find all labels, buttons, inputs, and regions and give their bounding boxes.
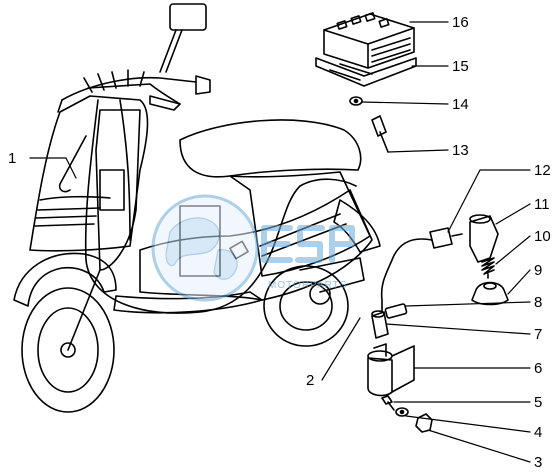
- front-fender: [13, 252, 117, 307]
- callout-3: 3: [534, 454, 542, 471]
- glovebox: [99, 169, 125, 211]
- front-tyre: [21, 287, 115, 413]
- callout-5: 5: [534, 394, 542, 411]
- coil-washer-hole: [399, 409, 405, 415]
- spark-plug-lead: [380, 238, 433, 313]
- connector: [384, 303, 408, 319]
- logo-letter-p: [329, 225, 355, 263]
- coil-bracket: [391, 345, 415, 393]
- leader-10: [495, 235, 531, 265]
- callout-1: 1: [8, 150, 16, 167]
- wiring-branch-front: [58, 135, 87, 193]
- seat: [179, 119, 362, 178]
- callout-labels: 1 2 3 4 5 6 7 8 9 10 11 12 13 14 15 16: [8, 14, 551, 471]
- globe-continent: [165, 217, 220, 267]
- leader-11: [495, 203, 531, 225]
- regulator-bolt: [371, 115, 389, 153]
- suppressor-tip: [451, 233, 463, 237]
- front-shield: [29, 95, 149, 252]
- leader-14: [361, 101, 449, 105]
- wiring-branch-shield: [119, 99, 131, 241]
- coil-terminal: [373, 343, 387, 357]
- spark-plug-cap: [469, 215, 499, 263]
- globe-continent-2: [213, 249, 238, 280]
- regulator-base-ribs: [329, 63, 373, 81]
- regulator-pin: [336, 20, 348, 30]
- rear-rim: [279, 281, 333, 331]
- sleeve-top: [371, 310, 385, 318]
- grommet-hole: [483, 282, 497, 290]
- exhaust-pipe: [299, 257, 365, 293]
- leader-3: [427, 429, 531, 463]
- grommet: [471, 281, 509, 306]
- voltage-regulator: [315, 12, 417, 153]
- callout-9: 9: [534, 262, 542, 279]
- callout-7: 7: [534, 326, 542, 343]
- coil-nut: [415, 413, 433, 433]
- cap-top: [469, 214, 491, 224]
- front-fork: [67, 269, 101, 351]
- shield-grille: [34, 207, 101, 227]
- exhaust-end: [309, 283, 331, 305]
- regulator-washer: [349, 96, 363, 106]
- leader-2: [321, 317, 361, 381]
- leader-12: [447, 169, 531, 233]
- wiring-harness-main: [84, 99, 357, 314]
- logo-letter-s: [295, 225, 325, 263]
- leader-13: [387, 149, 449, 153]
- shield-grille-line: [39, 195, 111, 201]
- callout-8: 8: [534, 294, 542, 311]
- handlebar-cover: [57, 83, 181, 113]
- coil-body: [367, 357, 393, 397]
- regulator-pin: [364, 12, 376, 22]
- callout-2: 2: [306, 372, 314, 389]
- watermark-text: MOTORPARTS: [268, 280, 347, 291]
- mirror-stem: [159, 29, 183, 73]
- front-rim: [37, 307, 99, 393]
- spring: [481, 257, 495, 279]
- callout-6: 6: [534, 360, 542, 377]
- engine-cover: [229, 171, 371, 277]
- callout-15: 15: [452, 58, 469, 75]
- mirror: [169, 3, 207, 31]
- callout-14: 14: [452, 96, 469, 113]
- callout-16: 16: [452, 14, 469, 31]
- regulator-washer-hole: [353, 98, 359, 104]
- front-hub: [60, 342, 76, 358]
- rear-tyre: [263, 265, 349, 347]
- leg-shield: [95, 109, 141, 271]
- regulator-edges: [323, 27, 415, 69]
- watermark-logo: [151, 194, 355, 302]
- callout-10: 10: [534, 228, 551, 245]
- callout-13: 13: [452, 142, 469, 159]
- coil-washer: [395, 407, 409, 417]
- cable-sleeve: [371, 311, 389, 339]
- leader-1: [29, 157, 77, 179]
- coil-screw: [381, 395, 395, 411]
- callout-4: 4: [534, 424, 542, 441]
- leader-9: [507, 269, 531, 295]
- regulator-pin: [378, 18, 390, 28]
- leader-4: [405, 415, 531, 433]
- leader-7: [385, 323, 531, 335]
- logo-letter-e: [261, 225, 293, 263]
- brake-lever: [149, 95, 181, 111]
- suppressor: [429, 227, 453, 249]
- ignition-parts: [367, 214, 509, 433]
- leader-lines: [29, 21, 531, 463]
- leader-8: [405, 301, 531, 307]
- callout-11: 11: [534, 196, 550, 213]
- callout-12: 12: [534, 162, 551, 179]
- regulator-pin: [350, 15, 362, 25]
- regulator-fins: [371, 37, 411, 63]
- handlebar-wires: [83, 69, 145, 93]
